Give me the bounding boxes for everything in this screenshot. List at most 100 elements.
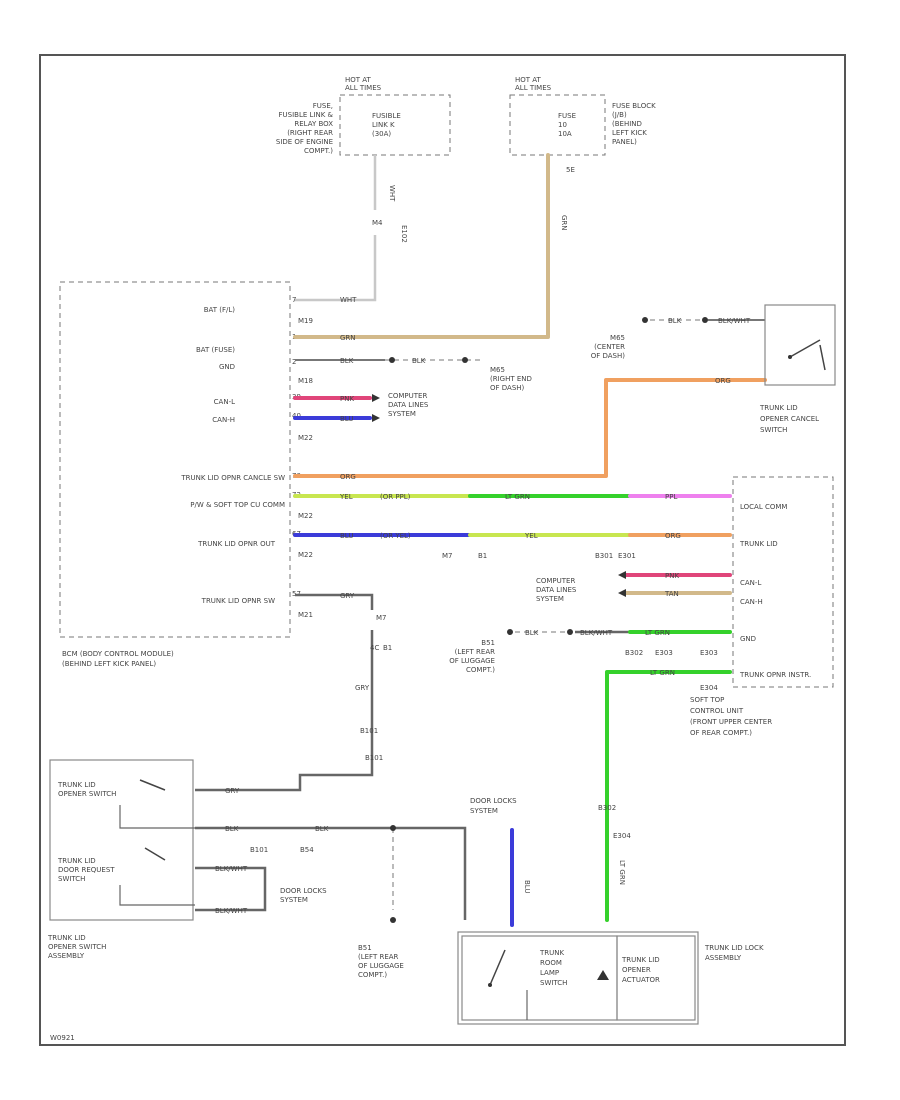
- svg-text:BLK: BLK: [315, 825, 329, 833]
- svg-text:LT GRN: LT GRN: [618, 860, 626, 885]
- svg-text:ORG: ORG: [340, 473, 356, 481]
- bcm-conn-m22a: M22: [298, 434, 313, 442]
- svg-text:5E: 5E: [566, 166, 575, 174]
- bcm-conn-m18: M18: [298, 377, 313, 385]
- wire-can-l: PNK: [293, 394, 380, 403]
- svg-text:M7: M7: [376, 614, 387, 622]
- bcm-conn-m22c: M22: [298, 551, 313, 559]
- svg-text:GRY: GRY: [355, 684, 370, 692]
- svg-text:BLK/WHT: BLK/WHT: [718, 317, 751, 325]
- svg-text:PNK: PNK: [665, 572, 679, 580]
- svg-text:E102: E102: [400, 225, 408, 243]
- wire-bat-fuse: GRN GRN 5E: [293, 153, 575, 342]
- svg-text:GRN: GRN: [560, 215, 568, 231]
- soft-top-unit: LOCAL COMM TRUNK LID CAN-L CAN-H GND TRU…: [690, 476, 834, 737]
- svg-text:E303: E303: [700, 649, 718, 657]
- svg-text:TAN: TAN: [664, 590, 679, 598]
- bcm-pin-cancel-sw: TRUNK LID OPNR CANCLE SW: [180, 474, 285, 482]
- svg-text:B54: B54: [300, 846, 314, 854]
- svg-text:M7: M7: [442, 552, 453, 560]
- svg-text:(OR YEL): (OR YEL): [380, 532, 411, 540]
- bcm-box: [59, 281, 291, 638]
- svg-text:BLU: BLU: [340, 532, 353, 540]
- wire-opnr-out: BLU (OR YEL) YEL ORG M7 B1 B301 E301: [293, 532, 732, 560]
- svg-text:BLU: BLU: [340, 415, 353, 423]
- svg-text:TRUNK OPNR INSTR.: TRUNK OPNR INSTR.: [739, 671, 811, 679]
- bcm-pin-comm: P/W & SOFT TOP CU COMM: [190, 501, 285, 509]
- diagram-frame: [39, 54, 846, 1046]
- bcm-pin-opnr-sw: TRUNK LID OPNR SW: [201, 597, 275, 605]
- bcm-pin-can-h: CAN-H: [212, 416, 235, 424]
- svg-text:BLK: BLK: [525, 629, 539, 637]
- svg-text:LT GRN: LT GRN: [645, 629, 670, 637]
- svg-text:BLU: BLU: [523, 880, 531, 893]
- wire-bat-fl: WHT M4 WHT E102: [295, 155, 408, 304]
- svg-text:E303: E303: [655, 649, 673, 657]
- svg-text:WHT: WHT: [388, 185, 396, 202]
- wire-opener-instr: LT GRN E304 B302 E304 LT GRN: [598, 669, 732, 922]
- svg-text:(OR PPL): (OR PPL): [380, 493, 411, 501]
- svg-text:GND: GND: [740, 635, 756, 643]
- svg-text:PNK: PNK: [340, 395, 354, 403]
- wire-comm: YEL (OR PPL) LT GRN PPL: [293, 493, 732, 501]
- bcm-conn-m19a: M19: [298, 317, 313, 325]
- svg-text:GRY: GRY: [340, 592, 355, 600]
- svg-text:BLK: BLK: [225, 825, 239, 833]
- svg-text:E304: E304: [700, 684, 718, 692]
- svg-text:BLK/WHT: BLK/WHT: [215, 865, 248, 873]
- svg-text:GRN: GRN: [340, 334, 356, 342]
- svg-text:CAN-L: CAN-L: [740, 579, 761, 587]
- svg-text:BLK: BLK: [412, 357, 426, 365]
- svg-text:BLK: BLK: [340, 357, 354, 365]
- footer-id: W0921: [50, 1034, 75, 1042]
- bcm-conn-m21: M21: [298, 611, 313, 619]
- svg-text:B301: B301: [595, 552, 613, 560]
- bcm-pin-gnd: GND: [219, 363, 235, 371]
- svg-text:E304: E304: [613, 832, 631, 840]
- svg-text:WHT: WHT: [340, 296, 357, 304]
- svg-text:B1: B1: [383, 644, 392, 652]
- svg-text:TRUNK LID: TRUNK LID: [739, 540, 778, 548]
- bcm-label: BCM (BODY CONTROL MODULE)(BEHIND LEFT KI…: [62, 650, 174, 668]
- bcm-num-7: 7: [292, 296, 296, 304]
- svg-text:B1: B1: [478, 552, 487, 560]
- wire-opnr-sw: GRY M7 4C B1 GRY B101 B101: [195, 592, 392, 792]
- svg-text:BLK: BLK: [668, 317, 682, 325]
- svg-text:CAN-H: CAN-H: [740, 598, 763, 606]
- bcm-conn-m22b: M22: [298, 512, 313, 520]
- svg-text:LOCAL COMM: LOCAL COMM: [740, 503, 787, 511]
- svg-text:B302: B302: [625, 649, 643, 657]
- svg-text:B302: B302: [598, 804, 616, 812]
- bcm-pin-opnr-out: TRUNK LID OPNR OUT: [197, 540, 276, 548]
- svg-text:E301: E301: [618, 552, 636, 560]
- svg-text:ORG: ORG: [665, 532, 681, 540]
